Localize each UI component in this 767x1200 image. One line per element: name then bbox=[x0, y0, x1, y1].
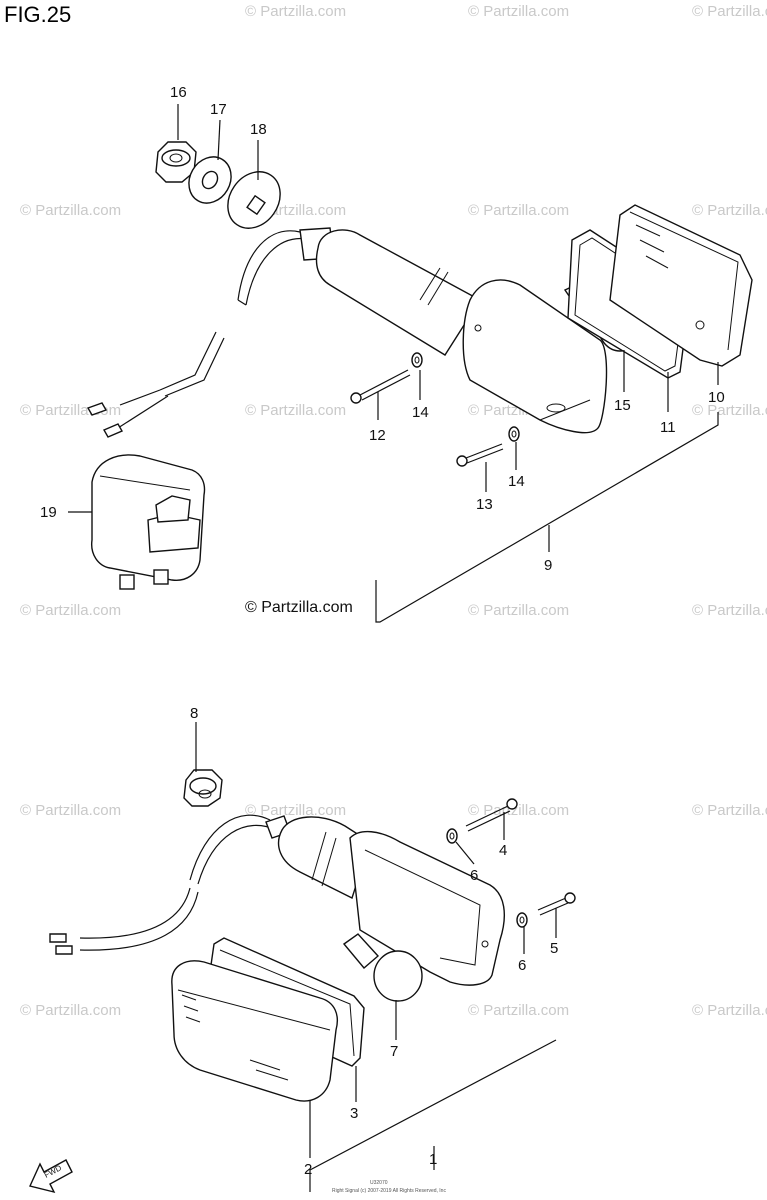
callout-18: 18 bbox=[250, 121, 267, 138]
callout-12: 12 bbox=[369, 427, 386, 444]
washer-6b bbox=[516, 912, 528, 928]
flange-nut-8 bbox=[183, 769, 223, 807]
watermark: © Partzilla.com bbox=[468, 802, 569, 819]
watermark: © Partzilla.com bbox=[20, 1002, 121, 1019]
callout-6a: 6 bbox=[470, 867, 478, 884]
footer-line-1: U32070 bbox=[370, 1180, 388, 1186]
rubber-washer-18 bbox=[227, 171, 281, 229]
watermark: © Partzilla.com bbox=[692, 3, 767, 20]
screw-4 bbox=[465, 798, 518, 832]
washer-6a bbox=[446, 828, 458, 844]
flange-nut-16 bbox=[155, 141, 197, 183]
turn-signal-body-lower bbox=[277, 816, 505, 986]
watermark: © Partzilla.com bbox=[245, 402, 346, 419]
callout-17: 17 bbox=[210, 101, 227, 118]
callout-2: 2 bbox=[304, 1161, 312, 1178]
watermark: © Partzilla.com bbox=[692, 202, 767, 219]
washer-14b bbox=[508, 426, 520, 442]
washer-14a bbox=[411, 352, 423, 368]
callout-6b: 6 bbox=[518, 957, 526, 974]
lower-wire-harness bbox=[49, 814, 291, 955]
lower-leader-lines bbox=[195, 722, 557, 1192]
callout-3: 3 bbox=[350, 1105, 358, 1122]
callout-8: 8 bbox=[190, 705, 198, 722]
callout-1: 1 bbox=[429, 1151, 437, 1168]
screw-12 bbox=[350, 369, 411, 404]
screw-5 bbox=[537, 892, 576, 916]
watermark: © Partzilla.com bbox=[20, 602, 121, 619]
watermark: © Partzilla.com bbox=[692, 602, 767, 619]
watermark: © Partzilla.com bbox=[245, 3, 346, 20]
upper-wire-harness bbox=[86, 230, 313, 438]
watermark: © Partzilla.com bbox=[20, 802, 121, 819]
lower-assembly: 8 6 4 6 5 7 3 2 1 bbox=[49, 705, 576, 1192]
watermark-grid: © Partzilla.com © Partzilla.com © Partzi… bbox=[20, 3, 767, 1019]
forward-arrow-icon: FWD bbox=[29, 1159, 73, 1194]
callout-14b: 14 bbox=[508, 473, 525, 490]
watermark: © Partzilla.com bbox=[468, 3, 569, 20]
upper-assembly: 16 17 18 19 12 14 13 14 15 11 10 9 bbox=[40, 84, 753, 623]
watermark: © Partzilla.com bbox=[692, 402, 767, 419]
figure-title: FIG.25 bbox=[4, 2, 72, 27]
callout-15: 15 bbox=[614, 397, 631, 414]
screw-13 bbox=[456, 443, 504, 467]
callout-5: 5 bbox=[550, 940, 558, 957]
callout-13: 13 bbox=[476, 496, 493, 513]
lens-10 bbox=[609, 204, 753, 367]
watermark: © Partzilla.com bbox=[692, 802, 767, 819]
callout-9: 9 bbox=[544, 557, 552, 574]
washer-17 bbox=[188, 156, 232, 204]
callout-10: 10 bbox=[708, 389, 725, 406]
watermark-center: © Partzilla.com bbox=[245, 599, 353, 616]
watermark: © Partzilla.com bbox=[20, 202, 121, 219]
upper-leader-lines bbox=[68, 104, 719, 623]
callout-11: 11 bbox=[660, 419, 676, 436]
watermark: © Partzilla.com bbox=[692, 1002, 767, 1019]
bulb-7 bbox=[342, 933, 423, 1002]
callout-14a: 14 bbox=[412, 404, 429, 421]
callout-16: 16 bbox=[170, 84, 187, 101]
lens-2 bbox=[171, 960, 338, 1102]
watermark: © Partzilla.com bbox=[468, 1002, 569, 1019]
flasher-relay-19 bbox=[91, 454, 206, 590]
turn-signal-body-upper bbox=[299, 227, 608, 434]
callout-7: 7 bbox=[390, 1043, 398, 1060]
watermark: © Partzilla.com bbox=[245, 802, 346, 819]
callout-4: 4 bbox=[499, 842, 507, 859]
watermark: © Partzilla.com bbox=[468, 602, 569, 619]
footer-line-2: Right Signal (c) 2007-2019 All Rights Re… bbox=[332, 1188, 446, 1194]
callout-19: 19 bbox=[40, 504, 57, 521]
watermark: © Partzilla.com bbox=[468, 202, 569, 219]
